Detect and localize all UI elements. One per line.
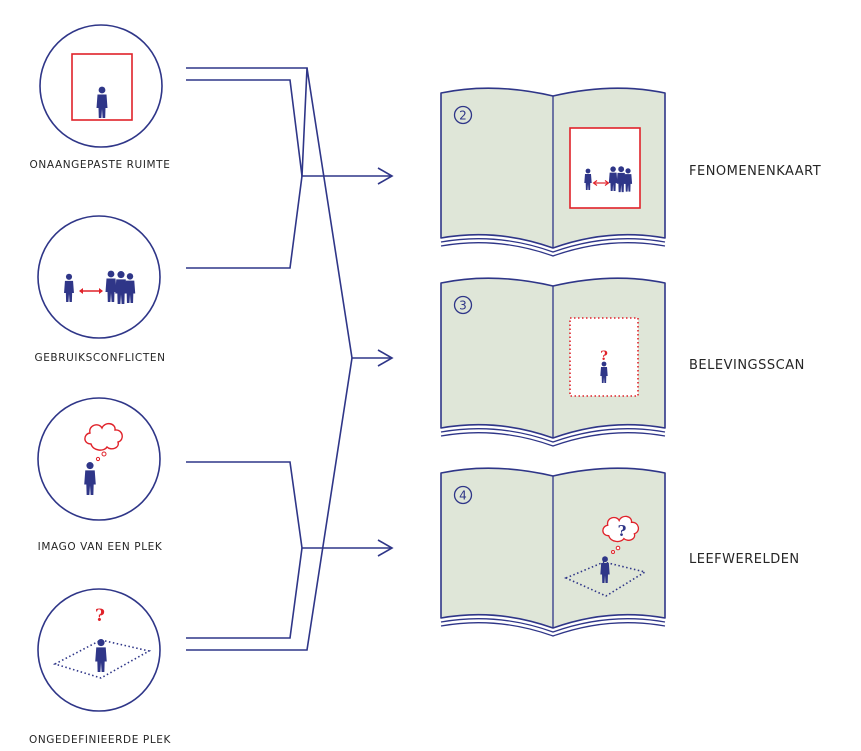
- output-label: FENOMENENKAART: [689, 164, 821, 179]
- dotted-frame-question-icon: ?: [569, 317, 639, 397]
- person-thought-cloud-icon: [84, 422, 123, 495]
- flow-connectors: [186, 67, 394, 651]
- output-label: BELEVINGSSCAN: [689, 358, 805, 373]
- input-label: ONGEDEFINIEERDE PLEK: [29, 734, 172, 746]
- input-gebruiksconflicten: GEBRUIKSCONFLICTEN: [34, 215, 165, 364]
- input-onaangepaste-ruimte: ONAANGEPASTE RUIMTE: [30, 24, 171, 171]
- output-leefwerelden: 4 ? LEEFWERELDEN: [440, 467, 800, 637]
- input-ongedefinieerde-plek: ? ONGEDEFINIEERDE PLEK: [29, 588, 172, 746]
- input-label: GEBRUIKSCONFLICTEN: [34, 352, 165, 364]
- output-fenomenenkaart: 2 FENOMENENKAART: [440, 87, 821, 257]
- input-label: ONAANGEPASTE RUIMTE: [30, 159, 171, 171]
- step-number: 4: [459, 489, 467, 503]
- person-on-undefined-plane-icon: ?: [52, 606, 152, 679]
- question-mark-icon: ?: [95, 606, 105, 626]
- map-frame-icon: [569, 127, 641, 209]
- input-imago-van-een-plek: IMAGO VAN EEN PLEK: [37, 397, 163, 553]
- question-mark-icon: ?: [600, 349, 608, 364]
- step-number: 2: [459, 109, 467, 123]
- output-label: LEEFWERELDEN: [689, 552, 800, 567]
- person-in-square-icon: [71, 53, 133, 121]
- output-belevingsscan: 3 ? BELEVINGSSCAN: [440, 277, 805, 447]
- step-number: 3: [459, 299, 467, 313]
- people-conflict-icon: [64, 271, 135, 304]
- question-mark-icon: ?: [618, 522, 627, 540]
- book-icon: [440, 467, 666, 637]
- input-label: IMAGO VAN EEN PLEK: [38, 541, 163, 553]
- lifeworld-plane-icon: ?: [563, 515, 648, 597]
